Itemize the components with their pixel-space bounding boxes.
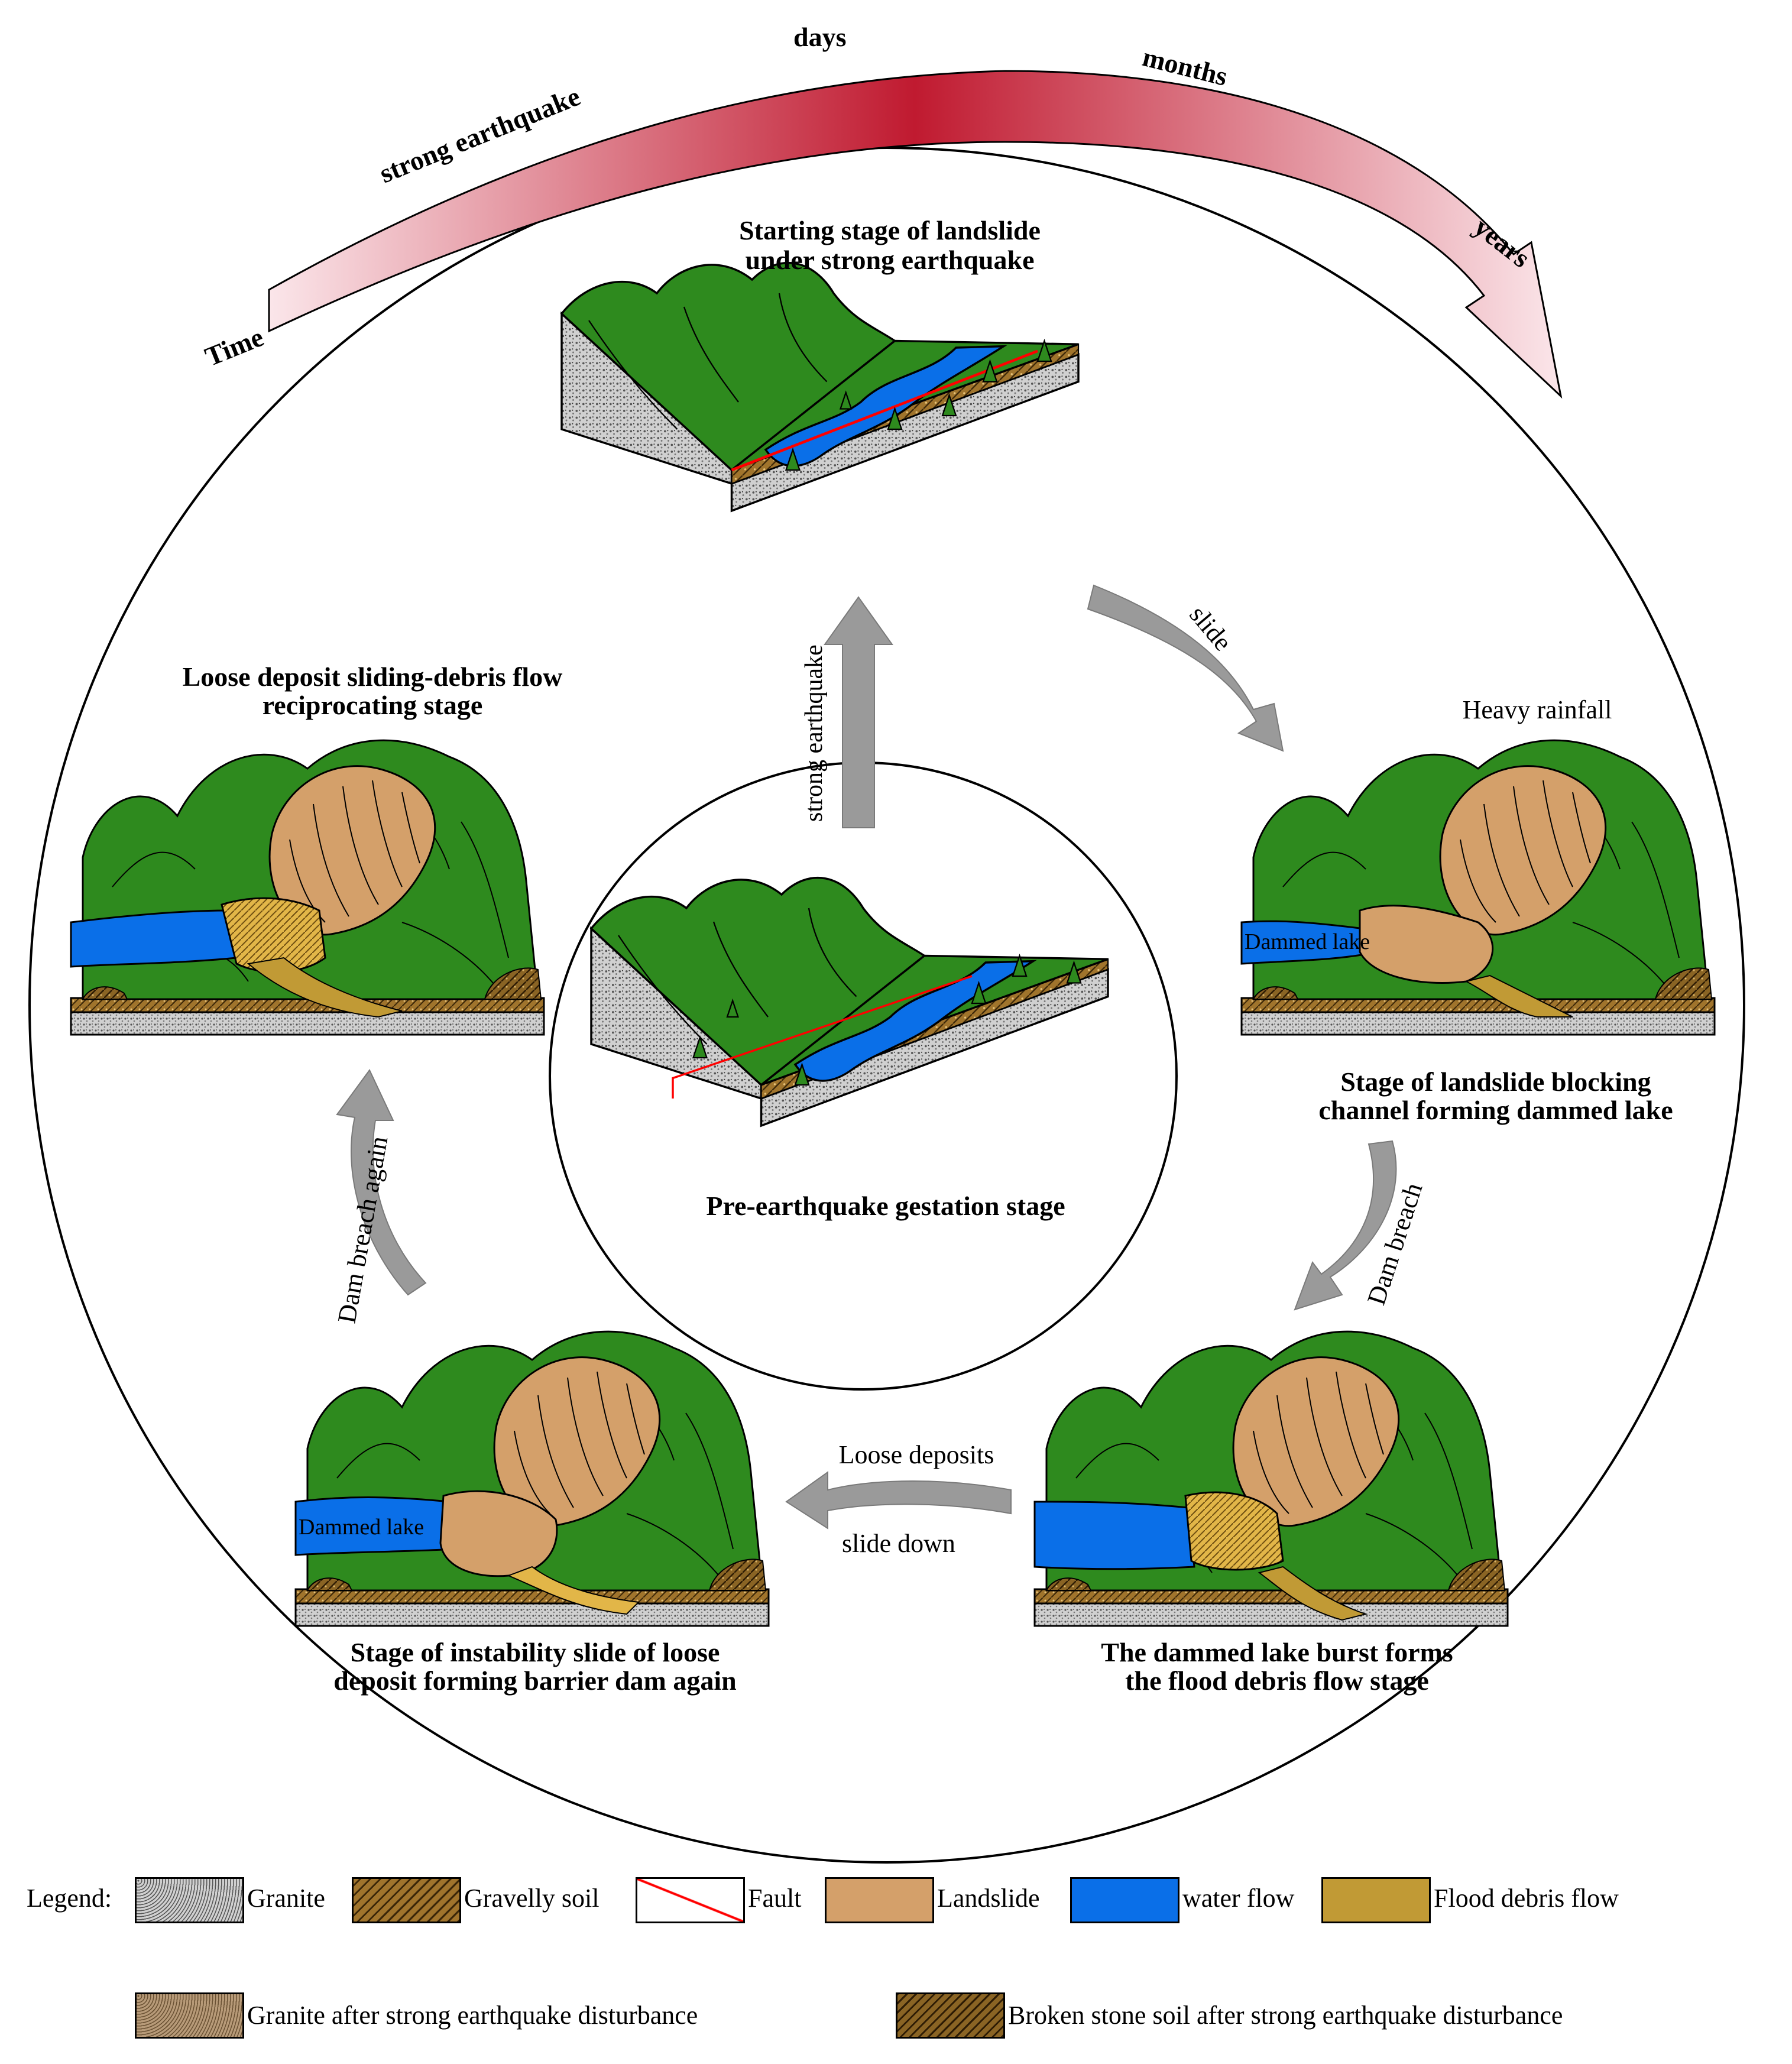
legend-label-disturbed-granite: Granite after strong earthquake disturba…: [247, 2001, 698, 2030]
legend-swatch-gravelly-soil: [352, 1877, 461, 1923]
stage-starting-title-line2: under strong earthquake: [745, 245, 1034, 275]
legend-label-fault: Fault: [748, 1884, 802, 1913]
stage-reciprocating-block: [70, 739, 545, 1036]
legend-swatch-flood-debris-flow: [1321, 1877, 1431, 1923]
stage-instability-title-line2: deposit forming barrier dam again: [333, 1666, 736, 1696]
water-flow-burst: [1033, 1501, 1195, 1570]
legend-label-flood-debris-flow: Flood debris flow: [1434, 1884, 1619, 1913]
stage-blocking-block: [1240, 739, 1716, 1036]
legend-swatch-landslide: [825, 1877, 934, 1923]
arrow-loose-deposits: [785, 1471, 1012, 1530]
landslide-toe-blocking: [1359, 905, 1494, 984]
stage-instability-title-line1: Stage of instability slide of loose: [351, 1637, 720, 1667]
time-arrow: [268, 70, 1563, 399]
legend-label-granite: Granite: [247, 1884, 325, 1913]
legend-swatch-fault: [636, 1877, 745, 1923]
stage-burst-title-line1: The dammed lake burst forms: [1101, 1637, 1453, 1667]
water-flow-reciprocating: [70, 909, 238, 968]
stage-pre-title: Pre-earthquake gestation stage: [706, 1191, 1065, 1221]
arrow-strong-earthquake-label: strong earthquake: [801, 644, 828, 822]
heavy-rainfall-label: Heavy rainfall: [1463, 695, 1612, 724]
legend-label-water-flow: water flow: [1182, 1884, 1295, 1913]
legend-swatch-granite: [135, 1877, 244, 1923]
arrow-dam-breach: [1294, 1140, 1397, 1311]
legend-label-gravelly-soil: Gravelly soil: [464, 1884, 600, 1913]
arrow-strong-earthquake: [824, 596, 893, 828]
legend-label-landslide: Landslide: [937, 1884, 1040, 1913]
legend-title: Legend:: [27, 1884, 112, 1913]
tree-group: [785, 338, 1052, 471]
tree-group-pre: [692, 953, 1082, 1086]
time-mark-days: days: [793, 22, 846, 52]
legend-swatch-water-flow: [1070, 1877, 1179, 1923]
stage-reciprocating-title-line2: reciprocating stage: [263, 690, 483, 720]
arrow-slide: [1087, 584, 1284, 752]
arrow-loose-deposits-label-line1: Loose deposits: [839, 1440, 994, 1469]
stage-starting-title-line1: Starting stage of landslide: [739, 215, 1041, 245]
arrow-dam-breach-again: [336, 1069, 427, 1296]
barrier-dam-instability: [439, 1490, 558, 1577]
time-start-label: Time: [201, 322, 268, 372]
legend-label-broken-stone-soil: Broken stone soil after strong earthquak…: [1008, 2001, 1563, 2030]
blocking-dammed-lake-label: Dammed lake: [1245, 929, 1370, 954]
legend-swatch-broken-stone-soil: [896, 1992, 1005, 2039]
instability-dammed-lake-label: Dammed lake: [299, 1515, 424, 1540]
stage-instability-block: [294, 1330, 770, 1627]
stage-burst-block: [1033, 1330, 1509, 1627]
stage-pre-block: [590, 876, 1109, 1127]
legend-swatch-disturbed-granite: [135, 1992, 244, 2039]
stage-reciprocating-title-line1: Loose deposit sliding-debris flow: [183, 662, 563, 692]
stage-burst-title-line2: the flood debris flow stage: [1125, 1666, 1429, 1696]
breached-dam-burst: [1184, 1491, 1284, 1571]
arrow-loose-deposits-label-line2: slide down: [842, 1529, 955, 1558]
stage-starting-block: [560, 261, 1080, 512]
fault-line-pre: [672, 975, 973, 1099]
stage-blocking-title-line1: Stage of landslide blocking: [1340, 1067, 1651, 1097]
stage-blocking-title-line2: channel forming dammed lake: [1318, 1095, 1673, 1125]
